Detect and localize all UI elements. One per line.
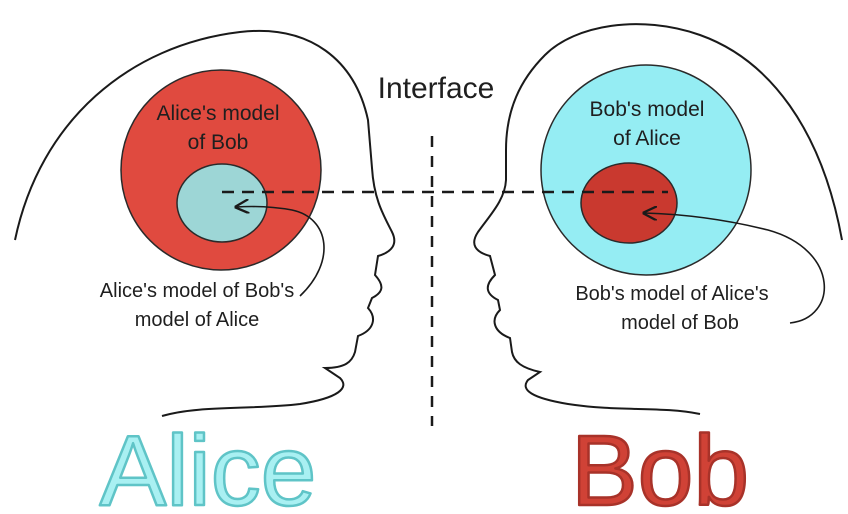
alice-outer-label-line1: Alice's model bbox=[156, 102, 279, 125]
alice-pointer-arrow bbox=[236, 206, 325, 297]
bob-nested-caption-line1: Bob's model of Alice's bbox=[575, 283, 768, 305]
bob-name-title: Bob bbox=[571, 415, 749, 514]
alice-outer-label-line2: of Bob bbox=[188, 131, 249, 154]
alice-head-outline bbox=[14, 29, 396, 417]
alice-nested-model-circle bbox=[176, 163, 268, 243]
interface-label: Interface bbox=[378, 72, 495, 105]
bob-nested-model-circle bbox=[580, 162, 678, 244]
alice-nested-caption-line1: Alice's model of Bob's bbox=[100, 280, 294, 302]
bob-nested-caption-line2: model of Bob bbox=[621, 312, 739, 334]
bob-outer-label-line2: of Alice bbox=[613, 127, 681, 150]
bob-head-outline bbox=[473, 23, 843, 415]
bob-outer-label-line1: Bob's model bbox=[590, 98, 705, 121]
bob-pointer-arrow bbox=[644, 213, 825, 324]
alice-name-title: Alice bbox=[100, 415, 317, 514]
alice-nested-caption-line2: model of Alice bbox=[135, 309, 260, 331]
